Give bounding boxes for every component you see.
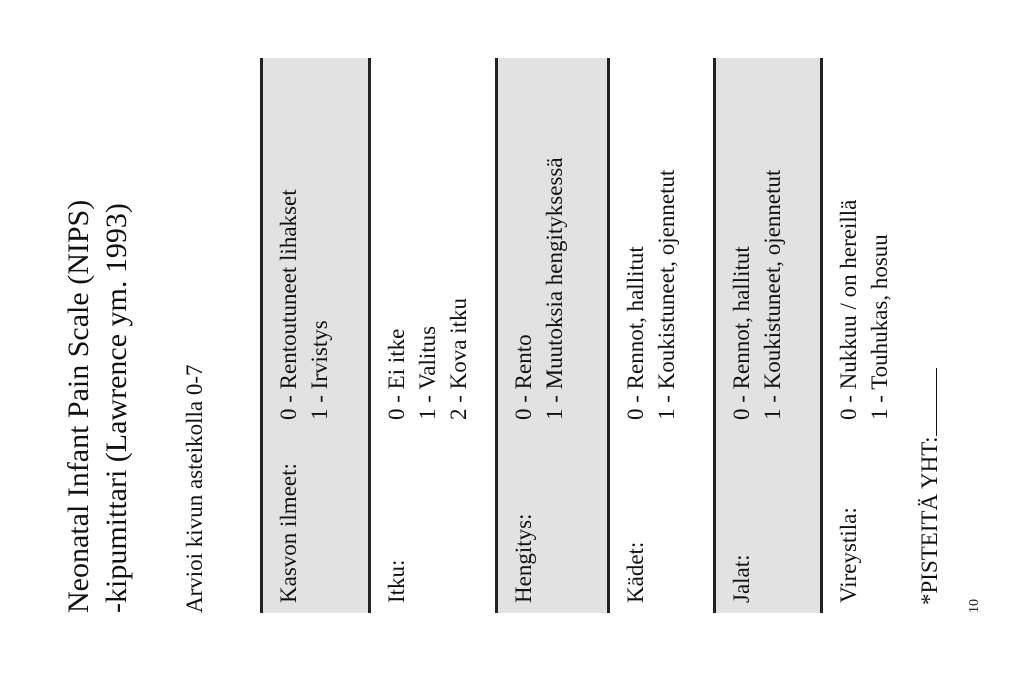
total-score-blank [918,368,937,437]
section-label: Vireystila: [836,507,861,603]
score-option: 2 - Kova itku [446,297,471,420]
score-option: 1 - Irvistys [307,320,332,420]
score-option: 1 - Muutoksia hengityksessä [542,157,567,420]
score-option: 1 - Touhukas, hosuu [867,234,892,420]
score-options: 0 - Rentoutuneet lihakset 1 - Irvistys [273,189,335,420]
section-label: Itku: [384,559,409,603]
score-option: 1 - Valitus [415,325,440,420]
score-option: 0 - Rennot, hallitut [623,246,648,420]
score-option: 0 - Rennot, hallitut [729,246,754,420]
page-title: Neonatal Infant Pain Scale (NIPS) -kipum… [60,200,136,613]
section-kasvon-ilmeet: Kasvon ilmeet: 0 - Rentoutuneet lihakset… [260,58,371,613]
score-options: 0 - Rennot, hallitut 1 - Koukistuneet, o… [620,170,682,420]
page-number: 10 [967,599,982,613]
score-option: 0 - Nukkuu / on hereillä [836,199,861,420]
score-options: 0 - Rennot, hallitut 1 - Koukistuneet, o… [726,170,788,420]
score-options: 0 - Nukkuu / on hereillä 1 - Touhukas, h… [833,200,895,420]
score-options: 0 - Rento 1 - Muutoksia hengityksessä [508,157,570,420]
section-label: Kasvon ilmeet: [276,463,301,603]
score-option: 1 - Koukistuneet, ojennetut [760,169,785,420]
score-option: 1 - Koukistuneet, ojennetut [654,169,679,420]
score-option: 0 - Ei itke [384,328,409,420]
section-label: Jalat: [729,554,754,603]
scale-instruction: Arvioi kivun asteikolla 0-7 [182,364,207,614]
total-score-label: *PISTEITÄ YHT: [917,436,942,605]
section-hengitys: Hengitys: 0 - Rento 1 - Muutoksia hengit… [495,58,610,613]
section-label: Hengitys: [511,513,536,603]
score-options: 0 - Ei itke 1 - Valitus 2 - Kova itku [381,298,474,420]
title-line-2: -kipumittari (Lawrence ym. 1993) [100,203,133,613]
section-kadet: Kädet: 0 - Rennot, hallitut 1 - Koukistu… [607,58,716,613]
score-option: 0 - Rentoutuneet lihakset [276,189,301,420]
total-score-row: *PISTEITÄ YHT: [917,368,943,605]
title-line-1: Neonatal Infant Pain Scale (NIPS) [62,199,95,613]
section-itku: Itku: 0 - Ei itke 1 - Valitus 2 - Kova i… [368,58,498,613]
section-vireystila: Vireystila: 0 - Nukkuu / on hereillä 1 -… [820,58,907,613]
section-label: Kädet: [623,541,648,603]
section-jalat: Jalat: 0 - Rennot, hallitut 1 - Koukistu… [713,58,823,613]
score-option: 0 - Rento [511,334,536,420]
